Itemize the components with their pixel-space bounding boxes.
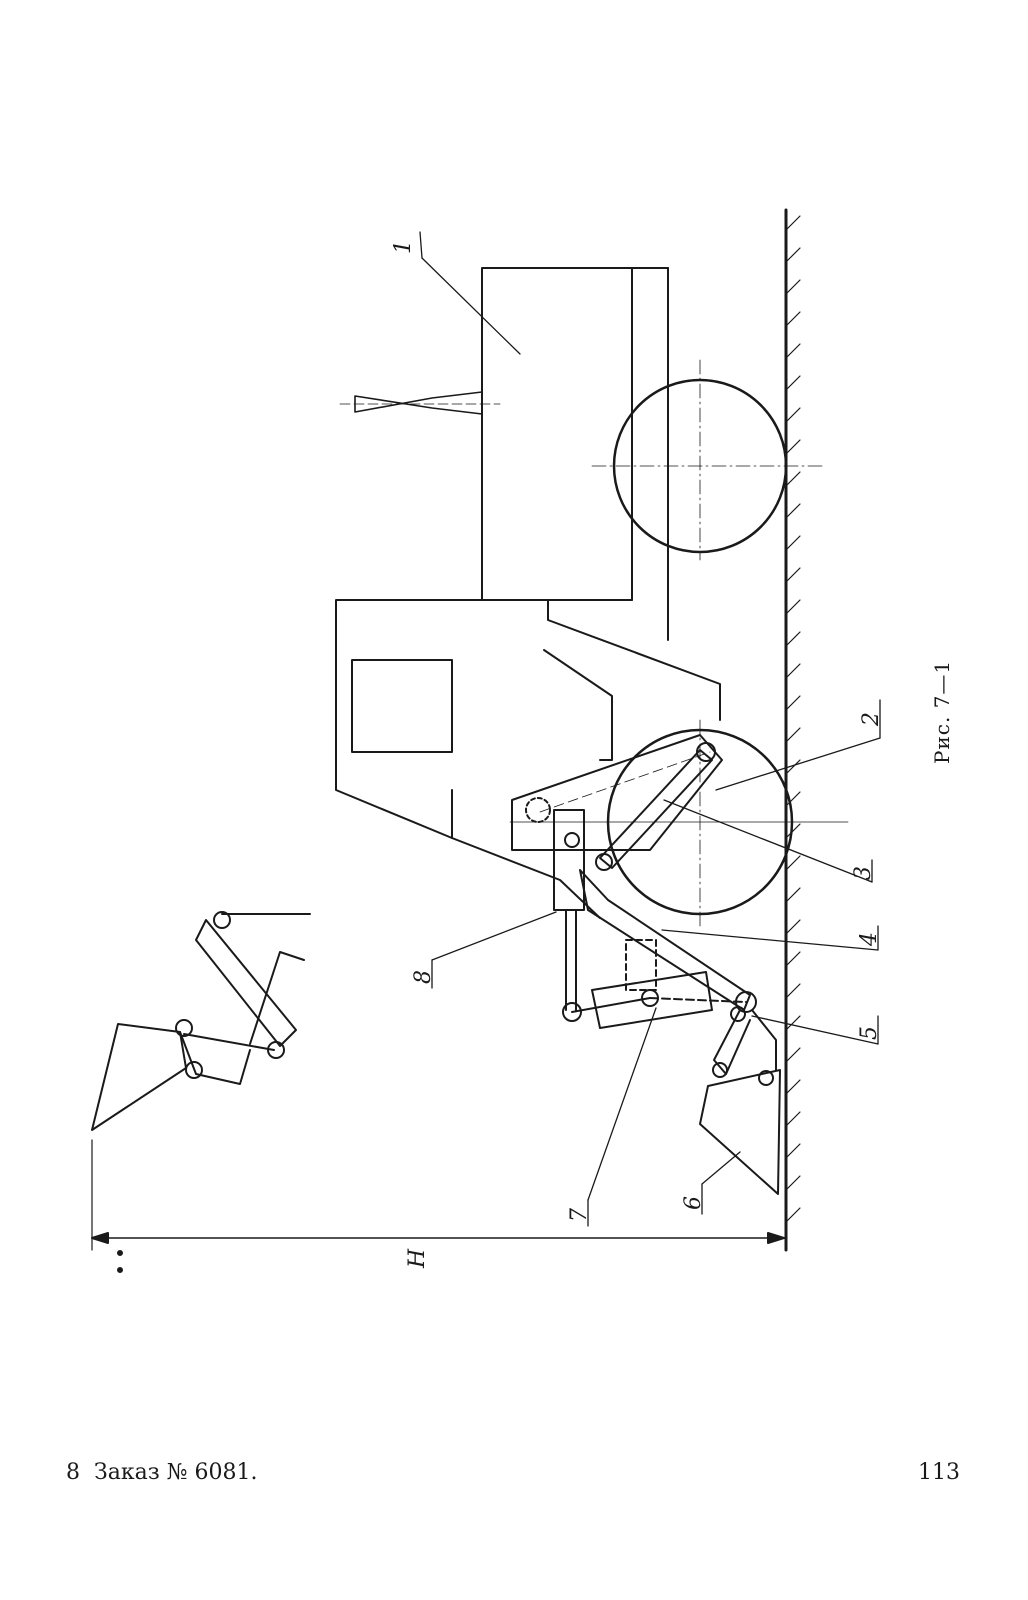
callout-2: 2 [859,712,884,727]
callout-5: 5 [857,1026,882,1040]
dimension-h-label: H [405,1248,430,1269]
front-wheel [509,719,849,931]
figure-caption: Рис. 7—1 [930,659,954,764]
loader-frame [511,734,777,1075]
callout-8: 8 [411,970,436,984]
footer-order: 8 Заказ № 6081. [66,1460,257,1485]
callout-6: 6 [681,1196,706,1210]
bucket-lowered [699,1062,781,1195]
callout-3: 3 [851,866,876,880]
loader-schematic-drawing: 1 2 3 4 5 6 7 8 H [91,208,884,1273]
page-number: 113 [918,1460,960,1485]
rear-wheel [591,359,827,561]
dimension-h [91,1139,785,1273]
ground-line [784,208,801,1252]
bucket-raised [91,911,311,1131]
callout-leaders [419,231,881,1227]
sheet-number: 8 [66,1460,80,1485]
callout-7: 7 [567,1208,592,1222]
tractor-cab [335,599,721,919]
callout-4: 4 [857,932,882,947]
callout-1: 1 [391,240,416,254]
order-text: Заказ № 6081. [94,1460,258,1485]
tractor-rear-body [339,267,669,641]
